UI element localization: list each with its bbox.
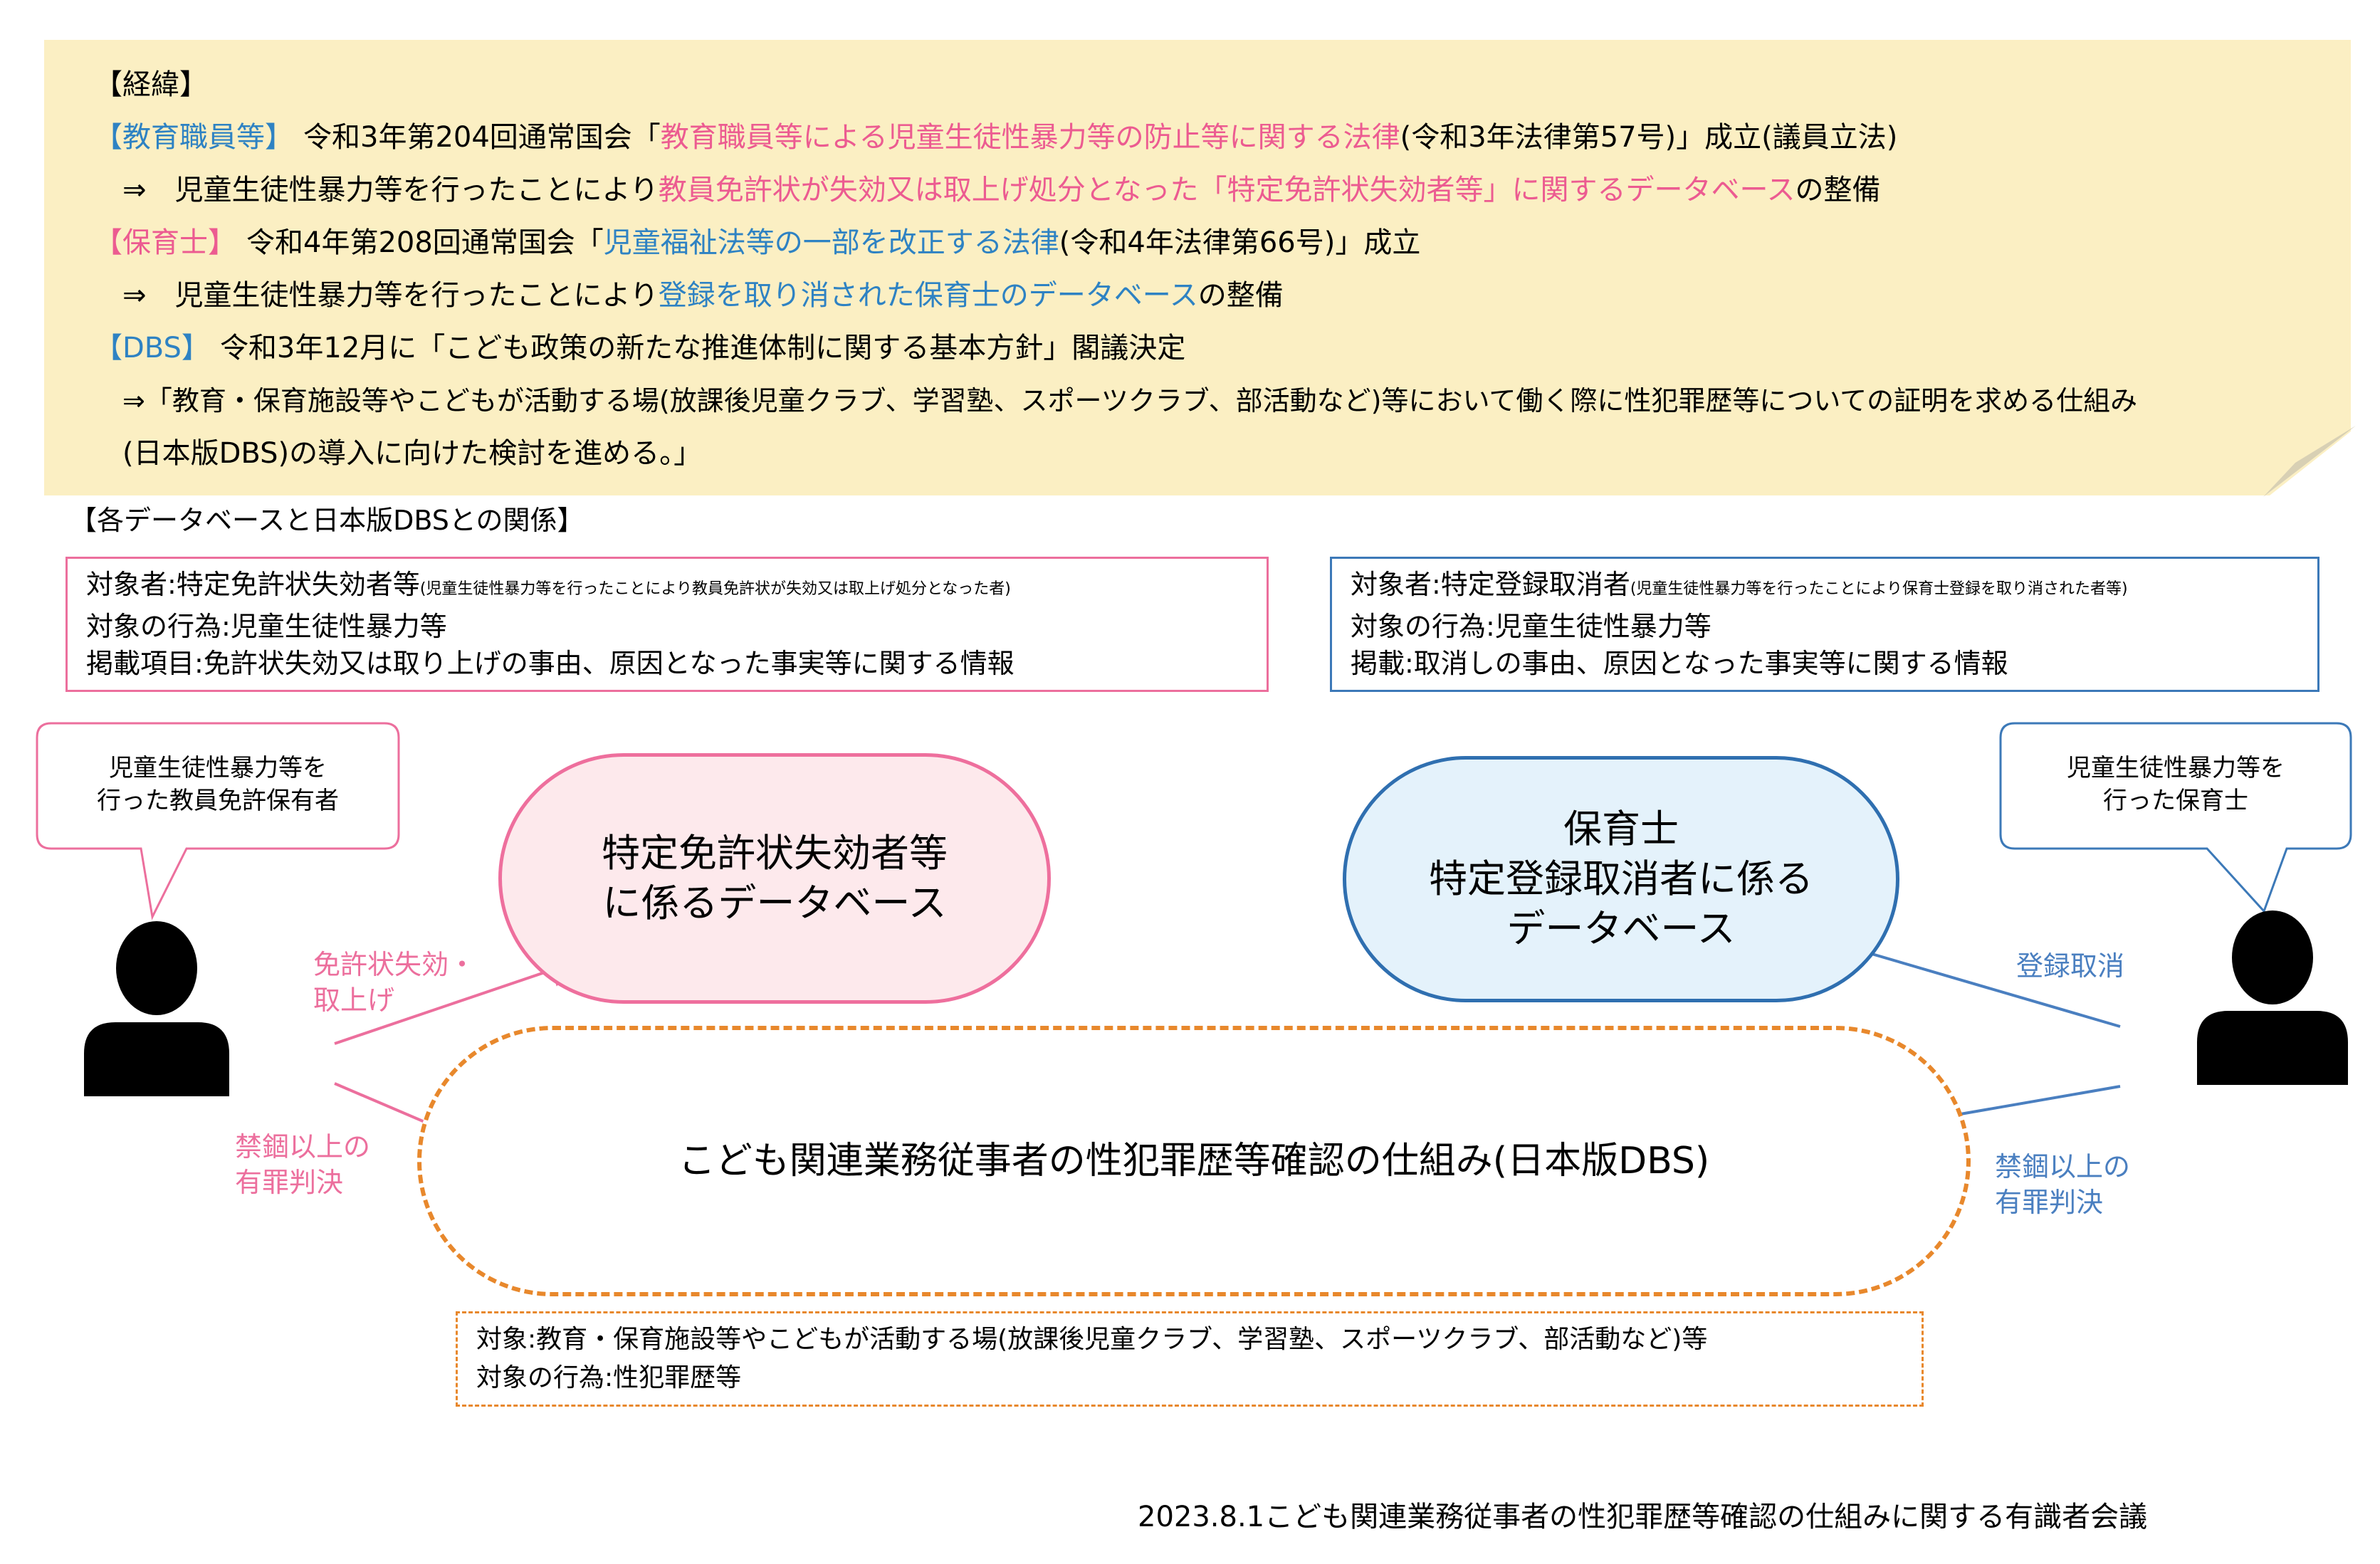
childcare-database-line-2: 特定登録取消者に係る: [1429, 856, 1813, 901]
childcare-arrow-row: ⇒ 児童生徒性暴力等を行ったことにより登録を取り消された保育士のデータベースの整…: [122, 269, 1284, 322]
right-bubble-line-1: 児童生徒性暴力等を: [2067, 754, 2285, 782]
revoke-label-left: 免許状失効・ 取上げ: [313, 947, 476, 1018]
childcare-text-a: 令和4年第208回通常国会「: [246, 226, 604, 259]
japan-dbs-label: こども関連業務従事者の性犯罪歴等確認の仕組み(日本版DBS): [678, 1140, 1710, 1182]
childcare-tag: 【保育士】: [94, 226, 236, 259]
conviction-label-right: 禁錮以上の 有罪判決: [1995, 1149, 2130, 1220]
dbs-info-box: 対象:教育・保育施設等やこどもが活動する場(放課後児童クラブ、学習塾、スポーツク…: [456, 1311, 1924, 1407]
teacher-database: 特定免許状失効者等 に係るデータベース: [498, 753, 1051, 1004]
teachers-law: 教育職員等による児童生徒性暴力等の防止等に関する法律: [660, 121, 1400, 154]
teacher-db-target-note: (児童生徒性暴力等を行ったことにより教員免許状が失効又は取上げ処分となった者): [419, 580, 1011, 598]
childcare-law: 児童福祉法等の一部を改正する法律: [603, 226, 1059, 259]
teachers-row: 【教育職員等】令和3年第204回通常国会「教育職員等による児童生徒性暴力等の防止…: [94, 111, 1897, 164]
teacher-db-info-box: 対象者:特定免許状失効者等(児童生徒性暴力等を行ったことにより教員免許状が失効又…: [65, 557, 1269, 692]
left-bubble-line-2: 行った教員免許保有者: [97, 787, 339, 815]
childcare-text-b: (令和4年法律第66号)」成立: [1059, 226, 1421, 259]
conviction-label-left-line-2: 有罪判決: [235, 1167, 344, 1198]
teachers-tag: 【教育職員等】: [94, 121, 293, 154]
conviction-label-right-line-1: 禁錮以上の: [1995, 1151, 2131, 1182]
childcare-database-line-3: データベース: [1506, 906, 1736, 951]
teacher-db-target: 対象者:特定免許状失効者等: [86, 569, 420, 600]
background-note: 【経緯】 【教育職員等】令和3年第204回通常国会「教育職員等による児童生徒性暴…: [44, 40, 2351, 495]
relation-heading: 【各データベースと日本版DBSとの関係】: [70, 505, 584, 536]
teachers-arrow-highlight: 教員免許状が失効又は取上げ処分となった「特定免許状失効者等」に関するデータベース: [658, 174, 1796, 206]
conviction-label-right-line-2: 有罪判決: [1995, 1187, 2104, 1218]
source-footer: 2023.8.1こども関連業務従事者の性犯罪歴等確認の仕組みに関する有識者会議: [1138, 1501, 2148, 1533]
teacher-database-line-1: 特定免許状失効者等: [602, 831, 948, 876]
revoke-arrow-left: [334, 954, 584, 1045]
dbs-arrow-line-1: ⇒「教育・保育施設等やこどもが活動する場(放課後児童クラブ、学習塾、スポーツクラ…: [122, 385, 2138, 416]
teachers-text-b: (令和3年法律第57号)」成立(議員立法): [1400, 121, 1898, 154]
right-bubble-text: 児童生徒性暴力等を 行った保育士: [2001, 752, 2351, 817]
left-bubble-text: 児童生徒性暴力等を 行った教員免許保有者: [37, 752, 399, 817]
background-heading: 【経緯】: [94, 68, 208, 101]
teacher-database-line-2: に係るデータベース: [602, 881, 947, 925]
teachers-text-a: 令和3年第204回通常国会「: [303, 121, 661, 154]
childcare-db-info-box: 対象者:特定登録取消者(児童生徒性暴力等を行ったことにより保育士登録を取り消され…: [1330, 557, 2319, 692]
revoke-label-left-line-1: 免許状失効・: [313, 949, 476, 980]
childcare-db-target: 対象者:特定登録取消者: [1351, 569, 1630, 600]
teachers-arrow-text-a: ⇒ 児童生徒性暴力等を行ったことにより: [122, 174, 659, 206]
dbs-act: 対象の行為:性犯罪歴等: [476, 1363, 742, 1392]
teachers-arrow-text-b: の整備: [1795, 174, 1881, 206]
right-speech-bubble: [1999, 722, 2352, 913]
person-icon: [84, 921, 229, 1096]
teacher-db-act: 対象の行為:児童生徒性暴力等: [86, 611, 447, 642]
childcare-arrow-highlight: 登録を取り消された保育士のデータベース: [658, 279, 1198, 312]
dbs-row: 【DBS】令和3年12月に「こども政策の新たな推進体制に関する基本方針」閣議決定: [94, 322, 1185, 374]
left-bubble-line-1: 児童生徒性暴力等を: [109, 754, 327, 782]
childcare-arrow-text-a: ⇒ 児童生徒性暴力等を行ったことにより: [122, 279, 659, 312]
childcare-db-target-note: (児童生徒性暴力等を行ったことにより保育士登録を取り消された者等): [1630, 580, 2128, 598]
dbs-target: 対象:教育・保育施設等やこどもが活動する場(放課後児童クラブ、学習塾、スポーツク…: [476, 1325, 1708, 1354]
childcare-database-line-1: 保育士: [1563, 807, 1679, 851]
teachers-arrow-row: ⇒ 児童生徒性暴力等を行ったことにより教員免許状が失効又は取上げ処分となった「特…: [122, 164, 1881, 216]
right-bubble-line-2: 行った保育士: [2103, 787, 2248, 815]
dbs-arrow-line-2: (日本版DBS)の導入に向けた検討を進める。」: [122, 437, 703, 470]
revoke-label-right: 登録取消: [2016, 950, 2125, 982]
person-icon: [2197, 910, 2348, 1085]
childcare-db-target-row: 対象者:特定登録取消者(児童生徒性暴力等を行ったことにより保育士登録を取り消され…: [1351, 566, 2299, 608]
childcare-db-items: 掲載:取消しの事由、原因となった事実等に関する情報: [1351, 648, 2008, 679]
childcare-row: 【保育士】令和4年第208回通常国会「児童福祉法等の一部を改正する法律(令和4年…: [94, 216, 1420, 269]
conviction-label-left-line-1: 禁錮以上の: [235, 1131, 371, 1162]
revoke-label-left-line-2: 取上げ: [313, 985, 395, 1016]
childcare-db-act: 対象の行為:児童生徒性暴力等: [1351, 611, 1711, 642]
teacher-db-target-row: 対象者:特定免許状失効者等(児童生徒性暴力等を行ったことにより教員免許状が失効又…: [86, 566, 1248, 608]
childcare-database: 保育士 特定登録取消者に係る データベース: [1343, 756, 1899, 1002]
dbs-tag: 【DBS】: [94, 332, 210, 364]
conviction-label-left: 禁錮以上の 有罪判決: [235, 1129, 370, 1200]
left-speech-bubble: [36, 722, 400, 920]
childcare-arrow-text-b: の整備: [1197, 279, 1284, 312]
teacher-db-items: 掲載項目:免許状失効又は取り上げの事由、原因となった事実等に関する情報: [86, 648, 1015, 679]
dbs-text: 令和3年12月に「こども政策の新たな推進体制に関する基本方針」閣議決定: [219, 332, 1186, 364]
japan-dbs-system: こども関連業務従事者の性犯罪歴等確認の仕組み(日本版DBS): [417, 1026, 1971, 1296]
page-curl-icon: [2263, 426, 2356, 497]
